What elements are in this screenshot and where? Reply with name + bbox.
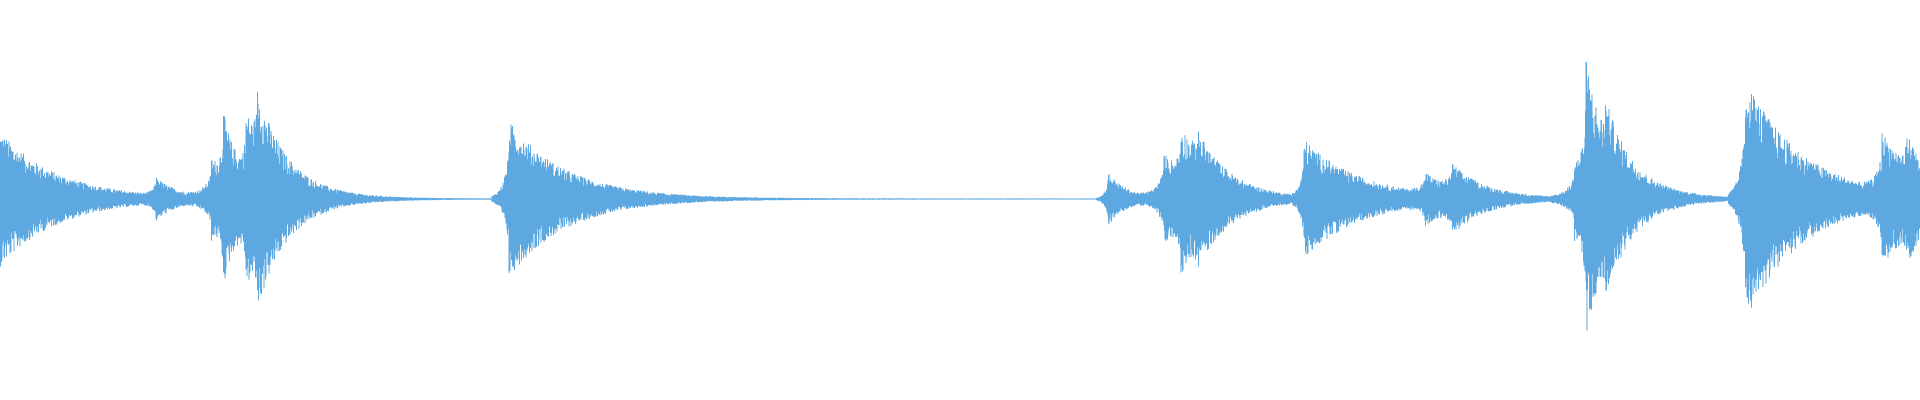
waveform-trace xyxy=(0,61,1920,331)
